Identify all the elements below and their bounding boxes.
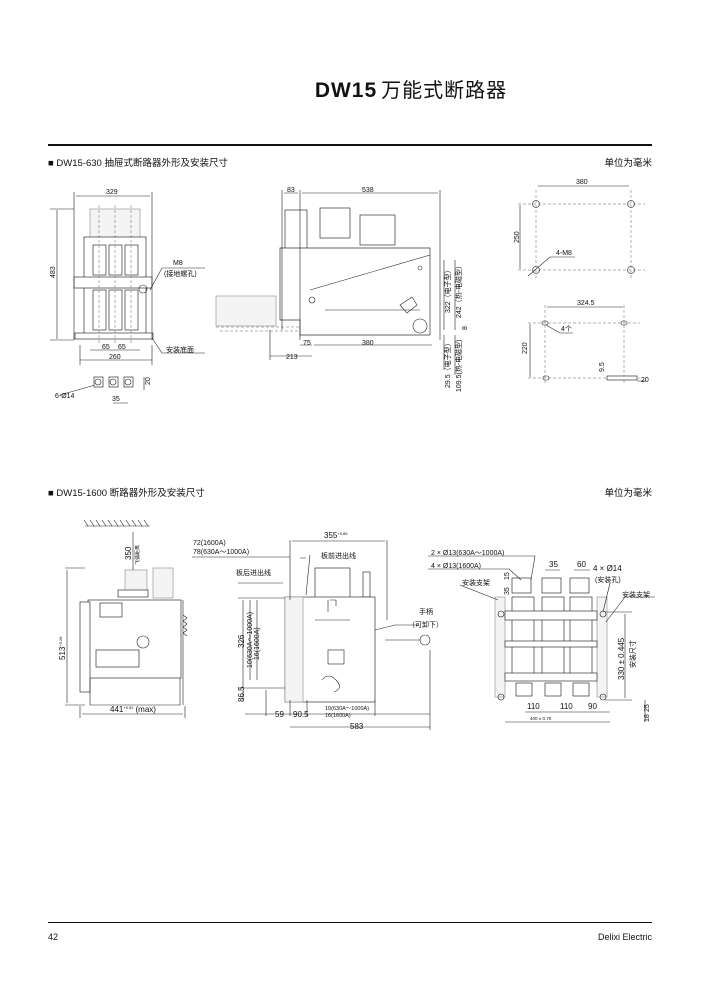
dim-250: 250 bbox=[514, 231, 521, 243]
dim-350: 350 bbox=[124, 546, 133, 560]
dim-75: 75 bbox=[303, 340, 311, 347]
dim-441-max: (max) bbox=[135, 705, 156, 714]
dim-83: 83 bbox=[287, 187, 295, 194]
drawing-1600-front: 350 飞弧距离 513+0.28 441+0.92(max) bbox=[58, 519, 188, 718]
label-rear-wiring: 板后进出线 bbox=[236, 568, 271, 577]
dim-16-1600a: 16(1600A) bbox=[254, 627, 261, 660]
dim-35: 35 bbox=[112, 396, 120, 403]
svg-text:355+0.85: 355+0.85 bbox=[324, 531, 348, 540]
dim-220: 220 bbox=[522, 342, 529, 354]
footer-rule bbox=[48, 922, 652, 923]
svg-text:441+0.92(max): 441+0.92(max) bbox=[110, 705, 156, 714]
label-2-holes: 2 × Ø13(630A～1000A) bbox=[431, 550, 504, 557]
dim-35-vertical: 35 bbox=[504, 587, 511, 595]
title-model: DW15 bbox=[314, 79, 378, 102]
dim-18: 18 bbox=[644, 714, 651, 722]
dim-355: 355 bbox=[324, 531, 338, 540]
dim-242: 242（热-电磁型） bbox=[454, 262, 463, 318]
footer-brand: Delixi Electric bbox=[597, 932, 652, 942]
dim-110a: 110 bbox=[527, 702, 540, 711]
dim-483: 483 bbox=[50, 266, 57, 278]
dim-260: 260 bbox=[109, 354, 121, 361]
dim-324-5: 324.5 bbox=[577, 300, 595, 307]
dim-380-top: 380 bbox=[576, 179, 588, 186]
dim-513: 513 bbox=[58, 646, 67, 660]
dim-330: 330 ± 0.445 bbox=[617, 637, 626, 680]
dim-90: 90 bbox=[588, 702, 597, 711]
dim-90-5: 90.5 bbox=[293, 710, 309, 719]
label-4-holes: 4 × Ø13(1600A) bbox=[431, 563, 481, 570]
dim-441-tolerance: +0.92 bbox=[123, 705, 134, 710]
dim-380: 380 bbox=[362, 340, 374, 347]
dim-20-mount: 20 bbox=[641, 377, 649, 384]
section2-heading-text: DW15-1600 断路器外形及安装尺寸 bbox=[56, 488, 205, 499]
dim-15-vertical: 15 bbox=[504, 572, 511, 580]
dim-6-holes: 6-Ø14 bbox=[55, 393, 75, 400]
dim-513-tolerance: +0.28 bbox=[58, 636, 63, 647]
section1-heading: ■ DW15-630 抽屉式断路器外形及安装尺寸 bbox=[48, 158, 228, 169]
dim-326: 326 bbox=[237, 634, 246, 648]
dim-35-top: 35 bbox=[549, 560, 558, 569]
section2-heading: ■ DW15-1600 断路器外形及安装尺寸 bbox=[48, 488, 205, 499]
dim-65a: 65 bbox=[102, 344, 110, 351]
title-name: 万能式断路器 bbox=[381, 78, 508, 102]
label-mount-size: 安装尺寸 bbox=[628, 640, 637, 668]
dim-441: 441 bbox=[110, 705, 124, 714]
header-rule bbox=[48, 144, 652, 146]
dim-355-tolerance: +0.85 bbox=[337, 531, 348, 536]
dim-60: 60 bbox=[577, 560, 586, 569]
label-front-wiring: 板前进出线 bbox=[321, 551, 356, 560]
dim-78: 78(630A～1000A) bbox=[193, 549, 249, 556]
dim-72: 72(1600A) bbox=[193, 540, 226, 547]
label-bracket-right: 安装支架 bbox=[622, 590, 650, 599]
dim-213: 213 bbox=[286, 354, 298, 361]
dim-109-5: 109.5(热-电磁型) bbox=[454, 339, 463, 392]
dim-29-5: 29.5（电子型） bbox=[443, 339, 452, 388]
dim-110b: 110 bbox=[560, 702, 573, 711]
drawing-630-mount: 380 250 4-M8 324.5 4个 220 9.5 20 bbox=[514, 179, 649, 385]
section1-heading-text: DW15-630 抽屉式断路器外形及安装尺寸 bbox=[56, 158, 228, 169]
dim-10-bottom: 10(630A～1000A) bbox=[325, 706, 369, 712]
label-mount-holes-note: (安装孔) bbox=[595, 575, 621, 584]
dim-9-5: 9.5 bbox=[599, 362, 606, 372]
drawing-1600-side: 72(1600A) 78(630A～1000A) 355+0.85 板前进出线 … bbox=[192, 531, 443, 731]
dim-8: 8 bbox=[462, 326, 469, 330]
page-number: 42 bbox=[48, 932, 59, 942]
dim-86-5: 86.5 bbox=[237, 686, 246, 702]
dim-65b: 65 bbox=[118, 344, 126, 351]
section2-unit: 单位为毫米 bbox=[604, 488, 652, 499]
dim-20: 20 bbox=[145, 377, 152, 385]
label-mount-face: 安装底面 bbox=[166, 345, 194, 354]
dim-329: 329 bbox=[106, 189, 118, 196]
label-4-pcs: 4个 bbox=[561, 325, 572, 333]
label-arc-distance: 飞弧距离 bbox=[134, 545, 141, 565]
label-m8: M8 bbox=[173, 260, 183, 267]
drawing-630-side: 83 538 75 380 213 322（电子型） 242（热-电磁型） 8 … bbox=[215, 187, 469, 392]
dim-59: 59 bbox=[275, 710, 284, 719]
label-4-mount-holes: 4 × Ø14 bbox=[593, 564, 622, 573]
dim-322: 322（电子型） bbox=[443, 266, 452, 313]
label-4-m8: 4-M8 bbox=[556, 250, 572, 257]
svg-text:513+0.28: 513+0.28 bbox=[58, 636, 67, 660]
drawing-1600-rear: 2 × Ø13(630A～1000A) 4 × Ø13(1600A) 35 60… bbox=[428, 550, 655, 723]
label-bracket-left: 安装支架 bbox=[462, 578, 490, 587]
drawing-630-front: 329 483 M8 (接地螺孔) 安装底面 65 65 260 6-Ø14 3… bbox=[50, 189, 205, 404]
label-handle-removable: （可卸下） bbox=[408, 620, 443, 629]
dim-583: 583 bbox=[350, 722, 364, 731]
label-ground-bolt: (接地螺孔) bbox=[164, 269, 197, 278]
dim-10-630a: 10(630A～1000A) bbox=[247, 612, 254, 668]
section1-unit: 单位为毫米 bbox=[604, 158, 652, 169]
label-handle: 手柄 bbox=[419, 607, 433, 616]
dim-538: 538 bbox=[362, 187, 374, 194]
dim-25: 25 bbox=[644, 704, 651, 712]
dim-400: 400 ± 0.70 bbox=[530, 716, 552, 721]
dim-16-bottom: 16(1600A) bbox=[325, 713, 351, 719]
